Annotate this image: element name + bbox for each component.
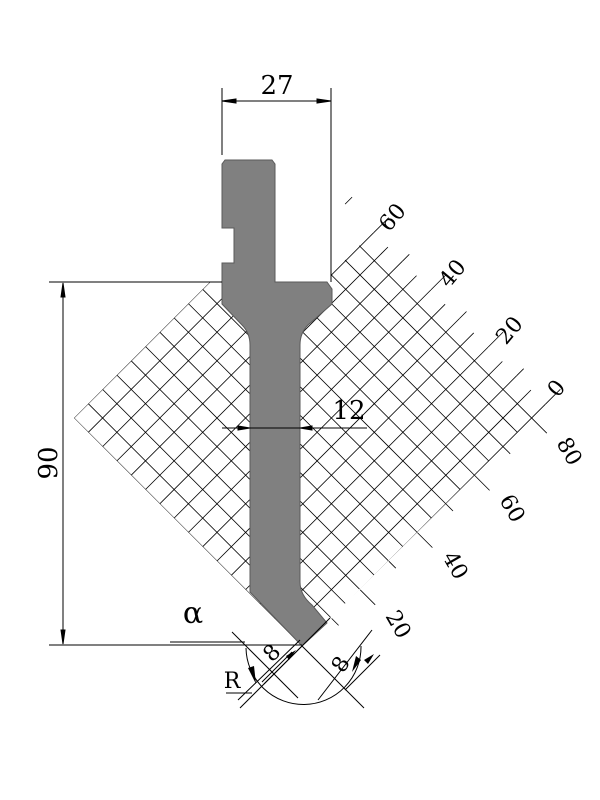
grid-tick-falling	[331, 618, 339, 626]
grid-tick-rising	[487, 331, 504, 348]
grid-tick-falling	[388, 560, 397, 569]
grid-line-rising	[102, 232, 346, 447]
dimension-height-label: 90	[34, 446, 64, 479]
grid-tick-falling	[445, 503, 454, 512]
grid-line-rising	[288, 389, 532, 633]
grid-label: 0	[543, 375, 571, 402]
grid-line-rising	[74, 232, 317, 419]
dimension-width-top	[221, 88, 332, 282]
grid-tick-falling	[502, 446, 511, 455]
radius-symbol: R	[224, 669, 242, 694]
grid-tick-falling	[531, 417, 548, 434]
grid-tick-rising	[459, 311, 467, 319]
grid-label: 40	[437, 547, 473, 584]
grid-tick-falling	[359, 589, 376, 606]
dimension-height	[49, 281, 302, 646]
clearance-grid	[74, 232, 546, 646]
dimension-stem-width-label: 12	[332, 396, 365, 426]
grid-labels-upper: 60 40 20 0	[374, 199, 571, 402]
grid-tick-rising	[545, 389, 561, 405]
punch-profile	[221, 159, 333, 647]
grid-tick-rising	[344, 196, 353, 205]
grid-line-rising	[273, 375, 517, 619]
dimension-stem-width	[222, 425, 367, 431]
grid-label: 40	[434, 255, 471, 293]
grid-tick-rising	[373, 217, 389, 233]
grid-line-falling	[302, 232, 533, 419]
grid-label: 60	[374, 199, 411, 237]
grid-line-rising	[88, 232, 332, 433]
grid-line-falling	[130, 360, 361, 591]
grid-tick-rising	[430, 274, 447, 291]
grid-line-rising	[188, 289, 432, 533]
grid-line-rising	[202, 303, 446, 547]
grid-line-falling	[202, 289, 432, 519]
grid-tick-falling	[417, 532, 433, 548]
grid-tick-falling	[474, 475, 490, 491]
grid-line-falling	[116, 374, 347, 605]
grid-line-falling	[188, 303, 418, 533]
grid-tick-extensions	[331, 196, 561, 626]
grid-tick-rising	[516, 368, 524, 376]
grid-label: 80	[551, 433, 587, 470]
grid-label: 60	[494, 490, 530, 527]
grid-label: 20	[380, 606, 416, 643]
tip-arrowheads	[248, 650, 374, 684]
grid-line-falling	[74, 417, 304, 646]
grid-label: 20	[491, 312, 528, 350]
grid-tick-rising	[402, 254, 410, 262]
angle-symbol: α	[183, 596, 203, 631]
dimension-width-top-label: 27	[260, 71, 293, 101]
